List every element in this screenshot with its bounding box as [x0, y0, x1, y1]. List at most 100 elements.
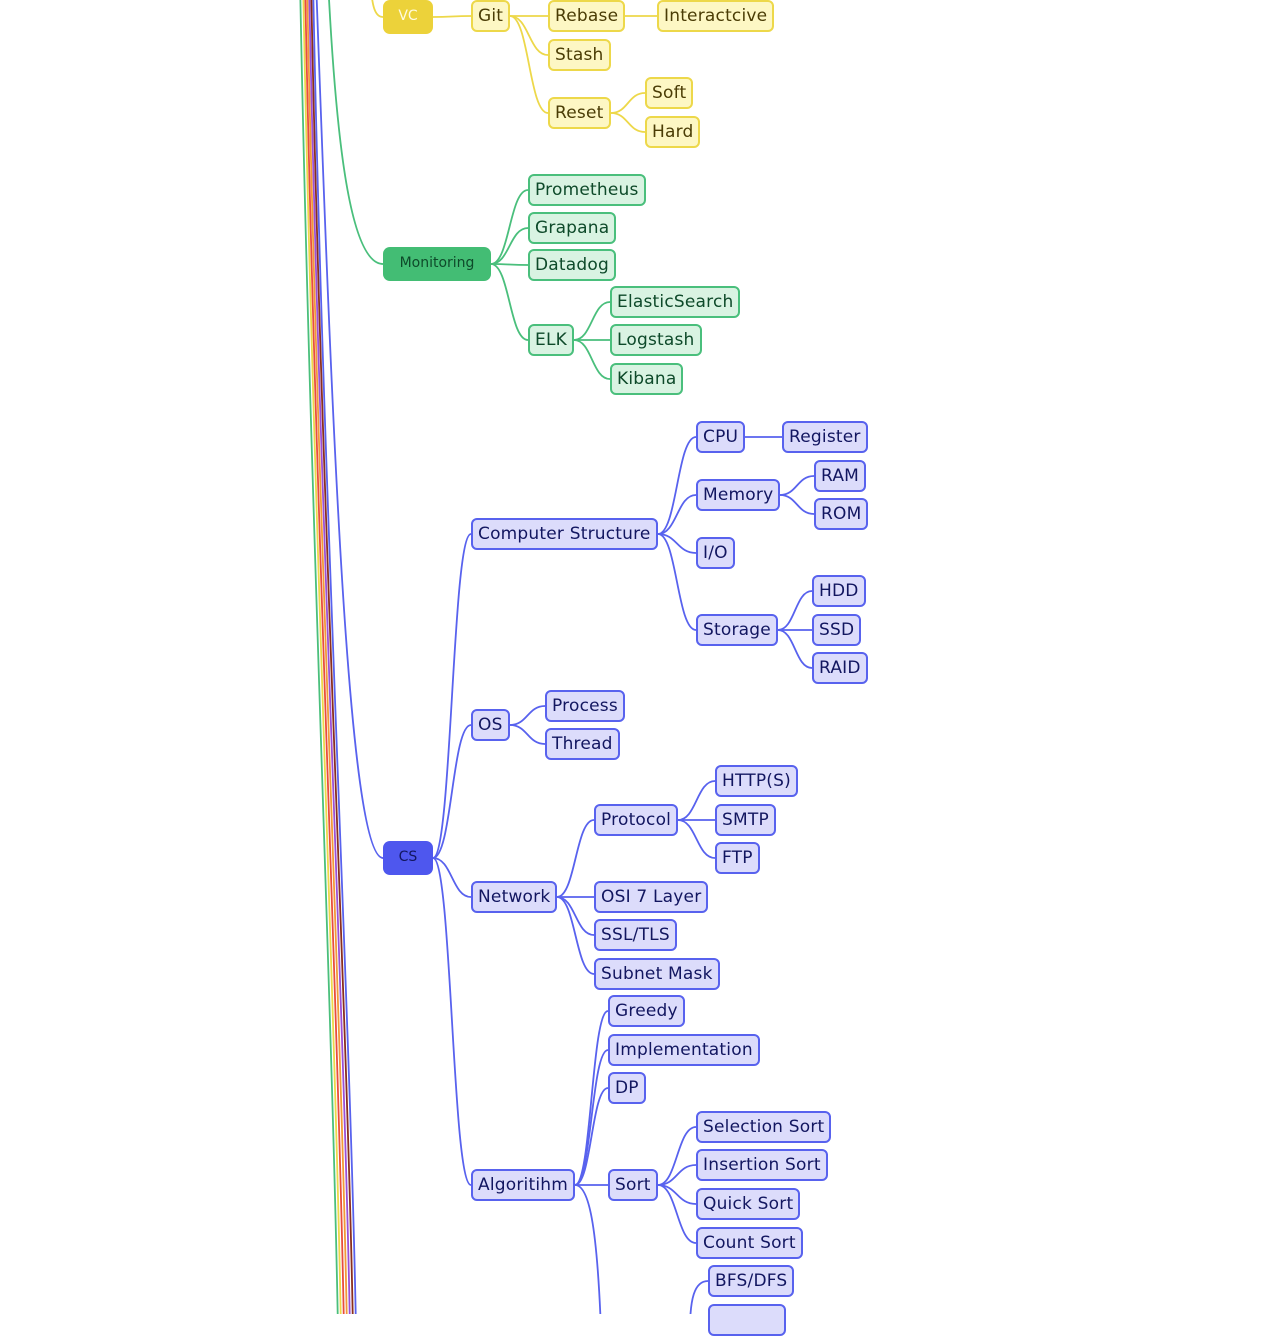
- node-kibana[interactable]: Kibana: [610, 363, 684, 395]
- edge-computer_structure-cpu: [657, 436, 697, 535]
- node-partial[interactable]: [708, 1304, 786, 1336]
- trunk-line-4: [308, 0, 351, 1314]
- node-interactive[interactable]: Interactcive: [657, 0, 775, 32]
- node-register[interactable]: Register: [782, 421, 868, 453]
- node-raid[interactable]: RAID: [812, 652, 868, 684]
- trunk-line-2: [304, 0, 345, 1314]
- edge-monitoring-grapana: [490, 227, 529, 265]
- edge-reset-soft: [610, 92, 646, 114]
- edge-computer_structure-memory: [657, 494, 697, 535]
- edge-algorithm-implementation: [574, 1049, 609, 1186]
- node-thread[interactable]: Thread: [545, 728, 620, 760]
- node-quick-sort[interactable]: Quick Sort: [696, 1188, 801, 1220]
- edge-reset-hard: [610, 112, 646, 133]
- node-rebase[interactable]: Rebase: [548, 0, 626, 32]
- edge-monitoring-elk: [490, 263, 529, 341]
- node-os[interactable]: OS: [471, 709, 510, 741]
- edge-monitoring-prometheus: [490, 189, 529, 265]
- node-computer-structure[interactable]: Computer Structure: [471, 518, 658, 550]
- node-subnet[interactable]: Subnet Mask: [594, 958, 720, 990]
- edge-network-subnet: [556, 896, 595, 975]
- trunk-vc: [371, 0, 384, 18]
- edge-sort-insertion_sort: [657, 1164, 697, 1186]
- node-osi[interactable]: OSI 7 Layer: [594, 881, 709, 913]
- node-bfs-dfs[interactable]: BFS/DFS: [708, 1265, 795, 1297]
- node-greedy[interactable]: Greedy: [608, 995, 685, 1027]
- edge-elk-elasticsearch: [573, 301, 611, 341]
- trunk-cs: [315, 0, 384, 859]
- edge-network-ssltls: [556, 896, 595, 936]
- edge-network-protocol: [556, 819, 595, 898]
- node-implementation[interactable]: Implementation: [608, 1034, 760, 1066]
- edge-graph-bfs-dfs: [689, 1280, 709, 1314]
- edge-monitoring-datadog: [490, 263, 529, 266]
- edge-algorithm-continuation: [574, 1184, 602, 1314]
- edge-cs-computer_structure: [432, 533, 472, 859]
- node-network[interactable]: Network: [471, 881, 558, 913]
- node-count-sort[interactable]: Count Sort: [696, 1227, 803, 1259]
- node-soft[interactable]: Soft: [645, 77, 694, 109]
- node-elasticsearch[interactable]: ElasticSearch: [610, 286, 741, 318]
- node-logstash[interactable]: Logstash: [610, 324, 702, 356]
- node-hard[interactable]: Hard: [645, 116, 701, 148]
- node-git[interactable]: Git: [471, 0, 511, 32]
- edge-memory-rom: [779, 494, 815, 515]
- edge-cs-network: [432, 857, 472, 898]
- trunk-line-1: [302, 0, 342, 1314]
- node-dp[interactable]: DP: [608, 1072, 646, 1104]
- edge-algorithm-dp: [574, 1087, 609, 1186]
- edge-sort-count_sort: [657, 1184, 697, 1244]
- edge-git-stash: [509, 15, 549, 56]
- node-reset[interactable]: Reset: [548, 97, 611, 129]
- edge-os-thread: [509, 724, 546, 745]
- node-insertion-sort[interactable]: Insertion Sort: [696, 1149, 828, 1181]
- trunk-line-3: [306, 0, 348, 1314]
- edge-storage-hdd: [777, 590, 813, 631]
- node-cpu[interactable]: CPU: [696, 421, 746, 453]
- edge-computer_structure-storage: [657, 533, 697, 631]
- node-ssd[interactable]: SSD: [812, 614, 862, 646]
- edge-algorithm-greedy: [574, 1010, 609, 1186]
- node-storage[interactable]: Storage: [696, 614, 778, 646]
- edge-memory-ram: [779, 475, 815, 496]
- node-hdd[interactable]: HDD: [812, 575, 866, 607]
- node-algorithm[interactable]: Algoritihm: [471, 1169, 575, 1201]
- edge-protocol-ftp: [677, 819, 716, 859]
- edge-sort-selection_sort: [657, 1126, 697, 1186]
- edge-storage-raid: [777, 629, 813, 669]
- node-sort[interactable]: Sort: [608, 1169, 658, 1201]
- node-smtp[interactable]: SMTP: [715, 804, 776, 836]
- edge-vc-git: [432, 15, 472, 18]
- trunk-line-5: [310, 0, 354, 1314]
- trunk-line-0: [299, 0, 339, 1314]
- node-stash[interactable]: Stash: [548, 39, 611, 71]
- node-https[interactable]: HTTP(S): [715, 765, 798, 797]
- node-grapana[interactable]: Grapana: [528, 212, 617, 244]
- edge-git-reset: [509, 15, 549, 114]
- node-protocol[interactable]: Protocol: [594, 804, 679, 836]
- node-ssltls[interactable]: SSL/TLS: [594, 919, 677, 951]
- edge-cs-os: [432, 724, 472, 859]
- node-elk[interactable]: ELK: [528, 324, 574, 356]
- edge-elk-kibana: [573, 339, 611, 380]
- edge-os-process: [509, 705, 546, 726]
- node-io[interactable]: I/O: [696, 537, 735, 569]
- node-vc[interactable]: VC: [383, 0, 433, 34]
- trunk-monitoring: [328, 0, 384, 265]
- edges: [299, 0, 815, 1314]
- node-datadog[interactable]: Datadog: [528, 249, 616, 281]
- node-cs[interactable]: CS: [383, 841, 433, 875]
- edge-cs-algorithm: [432, 857, 472, 1186]
- node-memory[interactable]: Memory: [696, 479, 781, 511]
- node-ftp[interactable]: FTP: [715, 842, 760, 874]
- trunk-line-6: [312, 0, 357, 1314]
- node-prometheus[interactable]: Prometheus: [528, 174, 646, 206]
- node-selection-sort[interactable]: Selection Sort: [696, 1111, 832, 1143]
- node-rom[interactable]: ROM: [814, 498, 869, 530]
- node-monitoring[interactable]: Monitoring: [383, 247, 491, 281]
- edge-computer_structure-io: [657, 533, 697, 554]
- edge-protocol-https: [677, 780, 716, 821]
- node-process[interactable]: Process: [545, 690, 625, 722]
- node-ram[interactable]: RAM: [814, 460, 867, 492]
